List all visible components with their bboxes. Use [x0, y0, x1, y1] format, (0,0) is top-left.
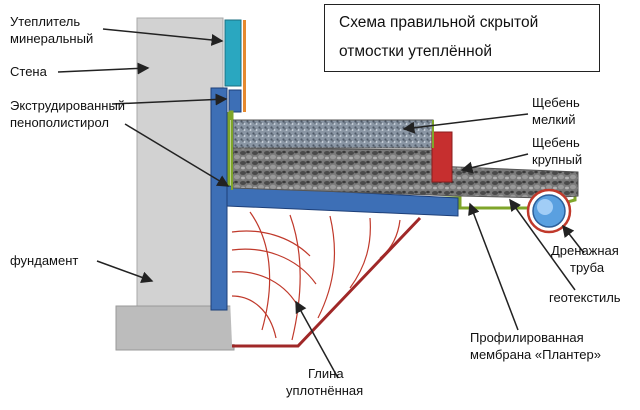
title-line-2: отмостки утеплённой [339, 43, 493, 60]
leader-fine-gravel [402, 113, 529, 134]
xps-horizontal [226, 185, 459, 217]
label-clay-1: Глина [308, 366, 344, 381]
leader-coarse-gravel [460, 153, 529, 174]
mineral-insulation [224, 19, 242, 87]
clay-compaction-lines [231, 211, 401, 341]
label-xps-1: Экструдированный [10, 98, 126, 113]
leader-lines [57, 28, 585, 379]
facade-trim [243, 20, 246, 112]
label-drain-pipe-2: труба [570, 260, 605, 275]
label-fine-gravel-2: мелкий [532, 112, 576, 127]
label-fine-gravel-1: Щебень [532, 95, 580, 110]
leader-wall [57, 62, 150, 75]
label-clay-2: уплотнённая [286, 383, 364, 398]
label-coarse-gravel-2: крупный [532, 152, 583, 167]
wall-block [136, 17, 224, 309]
leader-geotextile [509, 198, 576, 291]
title-line-1: Схема правильной скрытой [339, 14, 539, 31]
foundation-footing [115, 305, 235, 351]
clay-boundary [232, 216, 422, 348]
leader-mineral [102, 28, 224, 46]
xps-vertical [210, 87, 228, 311]
label-foundation: фундамент [10, 253, 79, 268]
label-membrane-1: Профилированная [470, 330, 584, 345]
label-wall: Стена [10, 64, 47, 79]
xps-small-block [228, 89, 242, 113]
leader-foundation [96, 260, 154, 284]
leader-drain [562, 224, 585, 254]
leader-clay [295, 300, 339, 379]
label-drain-pipe-1: Дренажная [551, 243, 619, 258]
label-geotextile: геотекстиль [549, 290, 621, 305]
leader-xps-small [111, 93, 228, 106]
drain-pipe-highlight [537, 199, 553, 215]
leader-xps [124, 123, 230, 187]
leader-membrane [468, 202, 519, 331]
label-coarse-gravel-1: Щебень [532, 135, 580, 150]
label-mineral-insulation-2: минеральный [10, 31, 94, 46]
label-xps-2: пенополистирол [10, 115, 109, 130]
geotextile-wrap [231, 116, 434, 190]
label-membrane-2: мембрана «Плантер» [470, 347, 601, 362]
label-mineral-insulation-1: Утеплитель [10, 14, 81, 29]
title-box: Схема правильной скрытой отмостки утеплё… [324, 4, 600, 72]
clay-zone [226, 208, 420, 344]
fine-gravel-layer [232, 119, 434, 149]
curb-border [431, 131, 453, 183]
